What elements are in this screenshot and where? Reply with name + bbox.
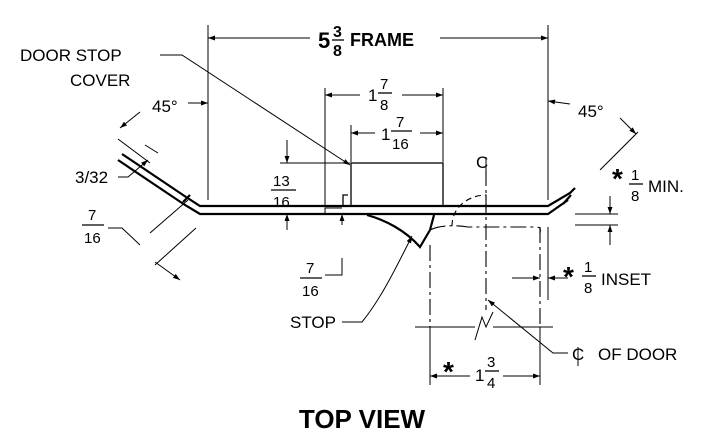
door-den: 4 — [487, 375, 495, 392]
inset-star: * — [563, 261, 574, 292]
door-whole: 1 — [475, 366, 484, 385]
angle-right: 45° — [547, 99, 639, 171]
inset-word: INSET — [601, 270, 651, 289]
dim-7-16-stop: 7 16 — [300, 214, 345, 300]
inset-dimension: * 1 8 INSET — [512, 259, 651, 297]
frame-den: 8 — [333, 43, 342, 60]
inset-den: 8 — [584, 280, 592, 297]
stop-tab — [342, 194, 348, 205]
dim-7-16-left: 7 16 — [82, 199, 197, 281]
dim-1-7-16-num: 7 — [396, 114, 404, 131]
stop-notch — [324, 207, 342, 214]
frame-word: FRAME — [350, 30, 414, 50]
thickness-dimension: 3/32 — [75, 138, 159, 187]
door-star: * — [443, 356, 454, 387]
door-thickness-dimension: * 1 3 4 — [429, 327, 541, 392]
cl-of-door-text: OF DOOR — [598, 345, 677, 364]
min-word: MIN. — [648, 177, 684, 196]
min-num: 1 — [631, 167, 639, 184]
door-num: 3 — [487, 354, 495, 371]
dim-1-7-16-den: 16 — [392, 136, 409, 153]
dim-1-7-16: 1 7 16 — [350, 114, 443, 162]
dim-7-16-left-num: 7 — [88, 207, 96, 224]
angle-left-label: 45° — [152, 97, 178, 116]
dim-1-7-8-den: 8 — [380, 97, 388, 114]
door-stop-cover-callout: DOOR STOP COVER — [20, 46, 351, 166]
view-title: TOP VIEW — [299, 404, 426, 434]
frame-centerline: C — [476, 153, 488, 310]
dim-1-7-8-num: 7 — [380, 76, 388, 93]
door-stop-cover-label-1: DOOR STOP — [20, 46, 122, 65]
min-den: 8 — [631, 188, 639, 205]
thickness-label: 3/32 — [75, 168, 108, 187]
door-stop-cover-label-2: COVER — [70, 71, 130, 90]
dim-7-16-left-den: 16 — [84, 230, 101, 247]
min-star: * — [612, 163, 623, 194]
stop-label: STOP — [290, 313, 336, 332]
min-dimension: * 1 8 MIN. — [607, 163, 684, 245]
frame-num: 3 — [333, 24, 342, 41]
door-stop-cover — [350, 162, 444, 207]
angle-right-label: 45° — [578, 102, 604, 121]
stop-part — [366, 213, 436, 249]
dim-7-16-stop-num: 7 — [306, 260, 314, 277]
cl-of-door-callout: C OF DOOR — [487, 299, 677, 366]
dim-13-16: 13 16 — [271, 140, 350, 230]
frame-width-dimension: 5 3 8 FRAME — [207, 24, 549, 200]
right-gap-lines — [575, 213, 618, 226]
angle-left: 45° — [119, 97, 208, 129]
dim-13-16-den: 16 — [273, 194, 290, 211]
dim-7-16-stop-den: 16 — [302, 283, 319, 300]
frame-whole: 5 — [318, 28, 330, 53]
dim-1-7-16-whole: 1 — [381, 125, 390, 144]
inset-num: 1 — [584, 259, 592, 276]
door-outline — [415, 194, 553, 341]
stop-callout: STOP — [290, 235, 413, 332]
dim-1-7-8-whole: 1 — [368, 86, 377, 105]
dim-1-7-8: 1 7 8 — [324, 76, 444, 205]
dim-13-16-num: 13 — [273, 173, 290, 190]
centerline-symbol: C — [476, 153, 488, 172]
